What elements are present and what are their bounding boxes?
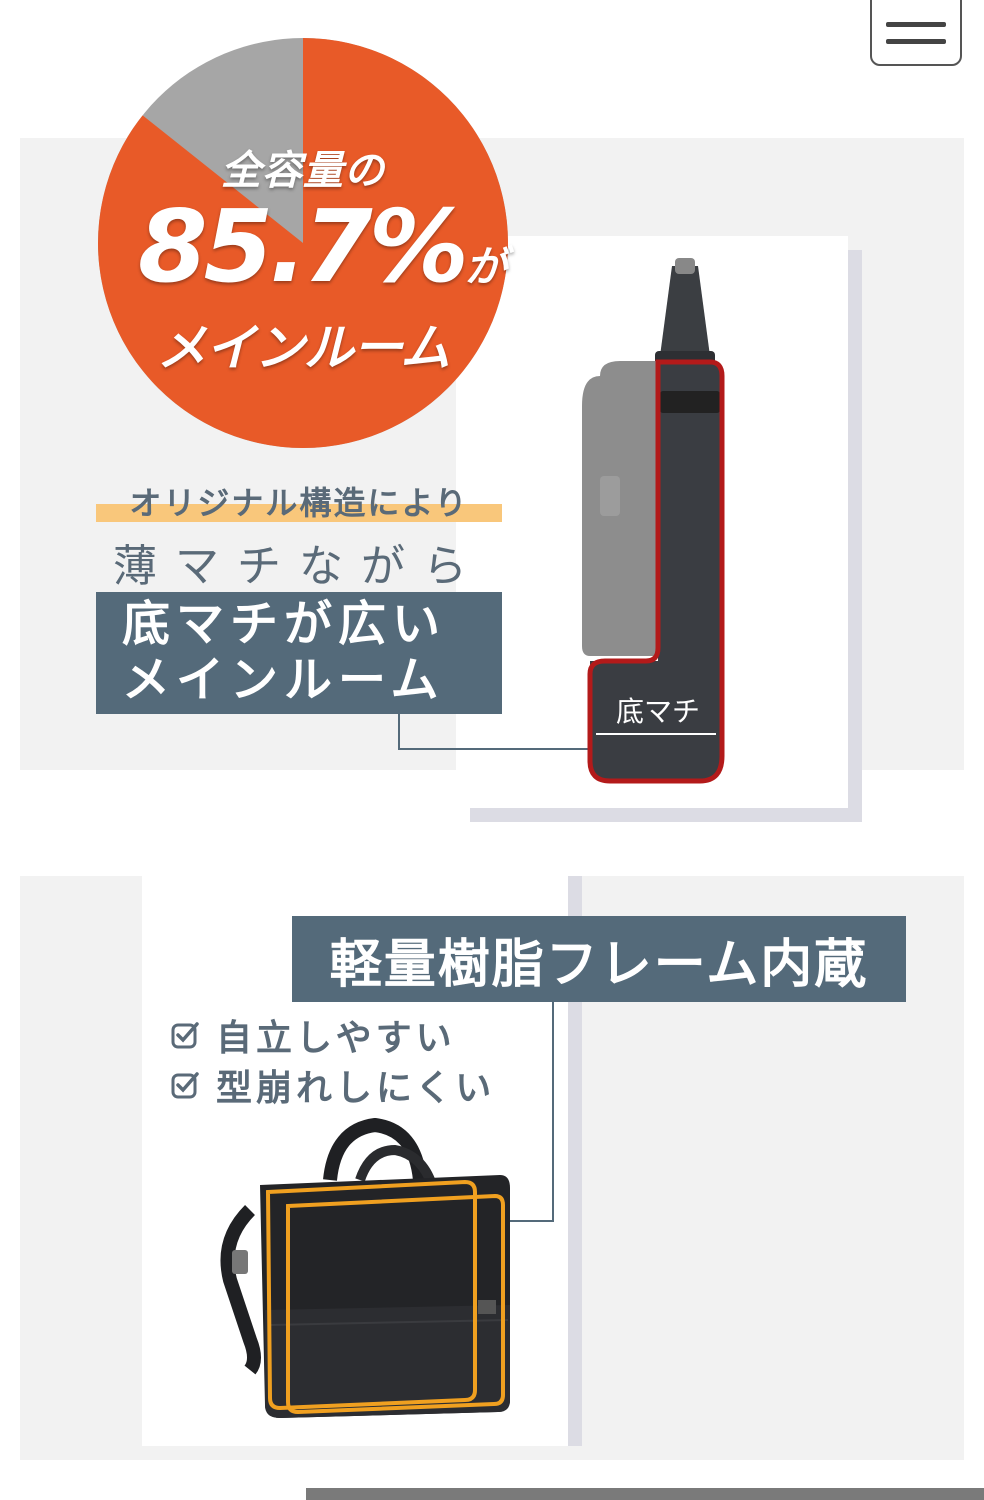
feature-item: 型崩れしにくい <box>170 1060 550 1110</box>
frame-title: 軽量樹脂フレーム内蔵 <box>292 916 906 1002</box>
bottom-scroll-bar <box>306 1488 984 1500</box>
main-room-headline: 底マチが広い メインルーム <box>96 592 502 714</box>
capacity-percent: 85.7% <box>138 188 469 305</box>
capacity-text: 全容量の 85.7%が メインルーム <box>98 38 508 448</box>
hamburger-menu-icon-bar <box>886 39 946 44</box>
original-structure-text: オリジナル構造により <box>129 484 469 522</box>
feature-check-list: 自立しやすい 型崩れしにくい <box>170 1010 550 1110</box>
callout-connector-line <box>398 714 620 750</box>
highlight-marker <box>96 504 502 522</box>
bag-front-view-image <box>210 1110 520 1430</box>
capacity-pie-chart <box>98 38 508 448</box>
original-structure-label: オリジナル構造により <box>96 478 502 524</box>
capacity-percent-line: 85.7%が <box>138 188 508 305</box>
main-room-headline-line1: 底マチが広い <box>122 596 447 652</box>
capacity-line1: 全容量の <box>221 148 385 194</box>
menu-button[interactable] <box>870 0 962 66</box>
checkbox-check-icon <box>171 1072 199 1099</box>
pie-slice-main <box>98 38 508 448</box>
feature-item: 自立しやすい <box>170 1010 550 1060</box>
thin-gusset-label: 薄マチながら <box>113 541 485 592</box>
checkbox-check-icon <box>171 1022 199 1049</box>
feature-item-label: 型崩れしにくい <box>216 1068 496 1109</box>
main-room-headline-line2: メインルーム <box>122 652 445 708</box>
bottom-gusset-label: 底マチ <box>615 695 700 728</box>
feature-item-label: 自立しやすい <box>216 1018 456 1059</box>
hamburger-menu-icon <box>886 22 946 27</box>
bag-side-view-image <box>560 256 760 796</box>
capacity-line3: メインルーム <box>156 319 451 377</box>
frame-callout-connector <box>508 1002 554 1222</box>
capacity-percent-suffix: が <box>464 242 507 291</box>
